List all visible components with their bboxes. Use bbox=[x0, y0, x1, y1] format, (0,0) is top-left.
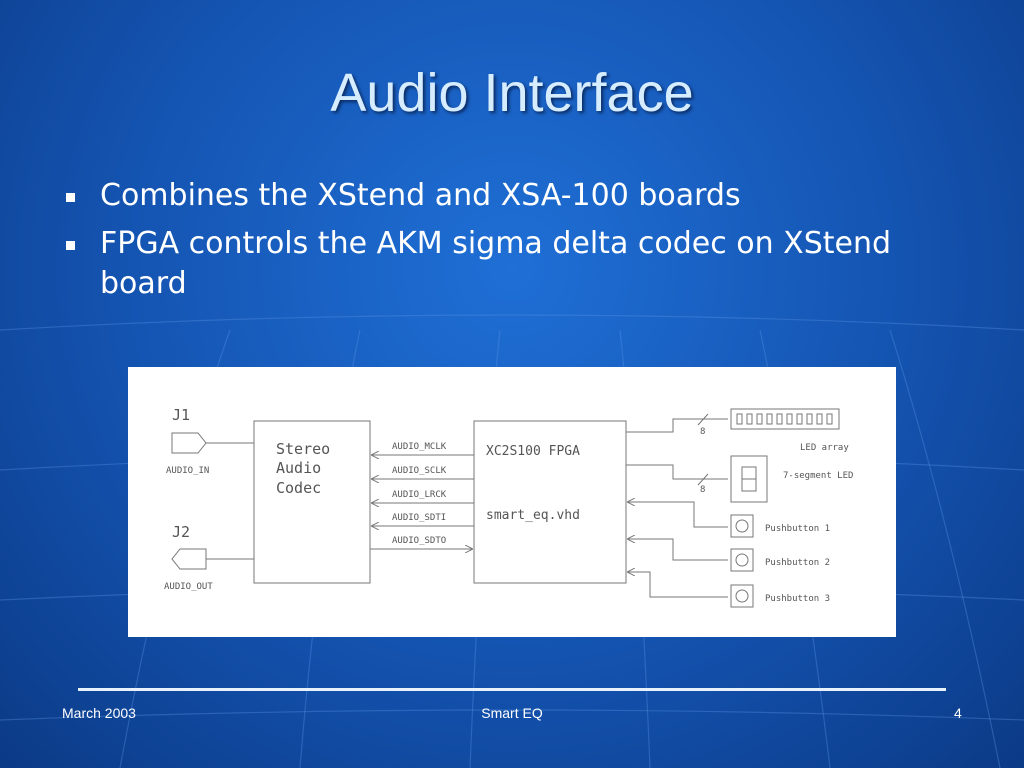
j1-label: J1 bbox=[172, 406, 190, 424]
audio-out-label: AUDIO_OUT bbox=[164, 582, 213, 592]
footer-date: March 2003 bbox=[62, 705, 136, 721]
bullet-list: Combines the XStend and XSA-100 boards F… bbox=[62, 176, 942, 312]
signal-label: AUDIO_LRCK bbox=[392, 490, 447, 500]
seven-segment-led bbox=[730, 455, 768, 503]
signal-label: AUDIO_MCLK bbox=[392, 442, 447, 452]
page-number: 4 bbox=[954, 705, 962, 721]
bullet-text: FPGA controls the AKM sigma delta codec … bbox=[100, 226, 892, 301]
fpga-file: smart_eq.vhd bbox=[486, 508, 580, 523]
block-diagram-svg: J1 AUDIO_IN J2 AUDIO_OUT Stereo Audio Co… bbox=[164, 406, 853, 608]
footer-divider bbox=[78, 688, 946, 691]
led-array bbox=[730, 408, 840, 430]
bullet-text: Combines the XStend and XSA-100 boards bbox=[100, 178, 741, 213]
bullet-item: FPGA controls the AKM sigma delta codec … bbox=[62, 224, 942, 304]
seven-segment-label: 7-segment LED bbox=[783, 471, 853, 481]
j1-connector bbox=[171, 432, 207, 454]
slide-title: Audio Interface bbox=[330, 63, 694, 123]
signal-label: AUDIO_SCLK bbox=[392, 466, 447, 476]
fpga-block bbox=[473, 420, 627, 584]
j2-label: J2 bbox=[172, 523, 190, 541]
codec-block bbox=[253, 420, 371, 584]
pushbutton-2 bbox=[730, 548, 754, 572]
pushbutton-label: Pushbutton 1 bbox=[765, 524, 830, 534]
pushbutton-label: Pushbutton 3 bbox=[765, 594, 830, 604]
led-array-label: LED array bbox=[800, 443, 849, 453]
fpga-title: XC2S100 FPGA bbox=[486, 444, 580, 459]
pushbutton-3 bbox=[730, 584, 754, 608]
codec-label-line: Stereo bbox=[276, 440, 330, 458]
signal-label: AUDIO_SDTI bbox=[392, 513, 446, 523]
bus-width-label: 8 bbox=[700, 485, 705, 495]
audio-in-label: AUDIO_IN bbox=[166, 466, 209, 476]
bullet-square-icon bbox=[66, 241, 75, 250]
bullet-square-icon bbox=[66, 193, 75, 202]
bus-width-label: 8 bbox=[700, 427, 705, 437]
footer-title: Smart EQ bbox=[481, 705, 543, 721]
codec-label-line: Audio bbox=[276, 459, 321, 477]
signal-label: AUDIO_SDTO bbox=[392, 536, 446, 546]
bullet-item: Combines the XStend and XSA-100 boards bbox=[62, 176, 942, 216]
pushbutton-label: Pushbutton 2 bbox=[765, 558, 830, 568]
block-diagram: J1 AUDIO_IN J2 AUDIO_OUT Stereo Audio Co… bbox=[128, 367, 896, 637]
j2-connector bbox=[171, 548, 207, 570]
codec-label-line: Codec bbox=[276, 479, 321, 497]
pushbutton-1 bbox=[730, 514, 754, 538]
